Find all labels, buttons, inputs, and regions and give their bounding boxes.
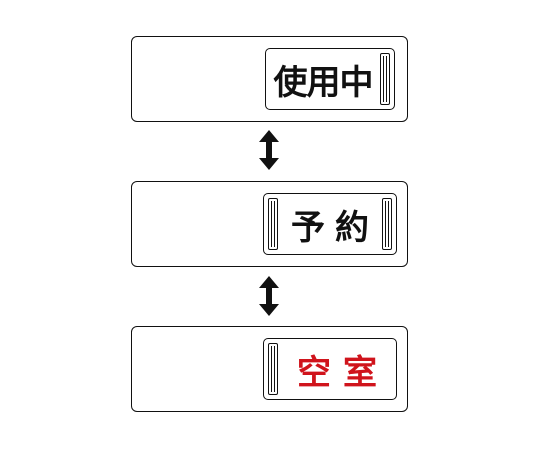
sign-plate-vacant: 空室 [131,326,408,412]
sign-plate-in-use: 使用中 [131,36,408,122]
sign-label-vacant: 空室 [297,352,389,393]
slider-grip-icon [380,53,390,105]
slider-window-vacant: 空室 [263,338,397,400]
slider-grip-icon [268,343,278,395]
slider-window-reserved: 予約 [263,193,397,255]
sign-label-in-use: 使用中 [273,62,374,103]
slider-grip-icon [382,198,392,250]
double-arrow-icon [259,276,279,316]
sign-plate-reserved: 予約 [131,181,408,267]
sign-label-reserved: 予約 [291,207,379,248]
slider-window-in-use: 使用中 [265,48,395,110]
slider-grip-icon [268,198,278,250]
double-arrow-icon [259,130,279,170]
